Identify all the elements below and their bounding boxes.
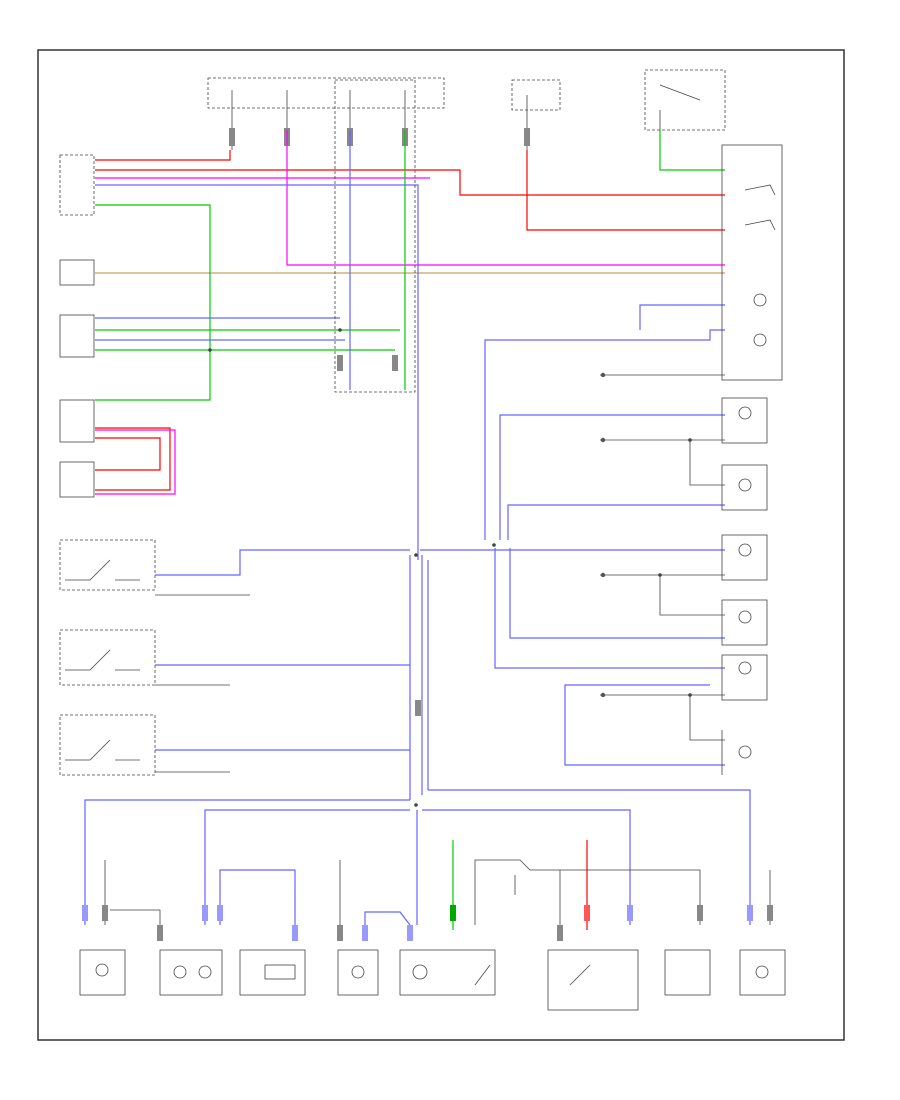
junction-box-outline <box>334 79 416 393</box>
diagram-frame <box>37 49 845 1041</box>
junction-dots <box>208 328 692 807</box>
blue-wires <box>84 130 751 926</box>
right-components <box>721 144 783 775</box>
bottom-components <box>79 949 786 1011</box>
green-wires <box>95 130 725 930</box>
green-connector-pins <box>450 905 456 921</box>
left-modules <box>59 154 156 776</box>
connector-pins <box>82 905 753 941</box>
pink-wires <box>95 130 725 495</box>
black-connector-pins <box>102 355 773 941</box>
red-connector-pins <box>584 905 590 921</box>
fuse-icons <box>229 128 530 146</box>
ground-symbols <box>600 372 606 698</box>
black-wires <box>104 374 771 925</box>
switch-symbols <box>65 559 140 761</box>
